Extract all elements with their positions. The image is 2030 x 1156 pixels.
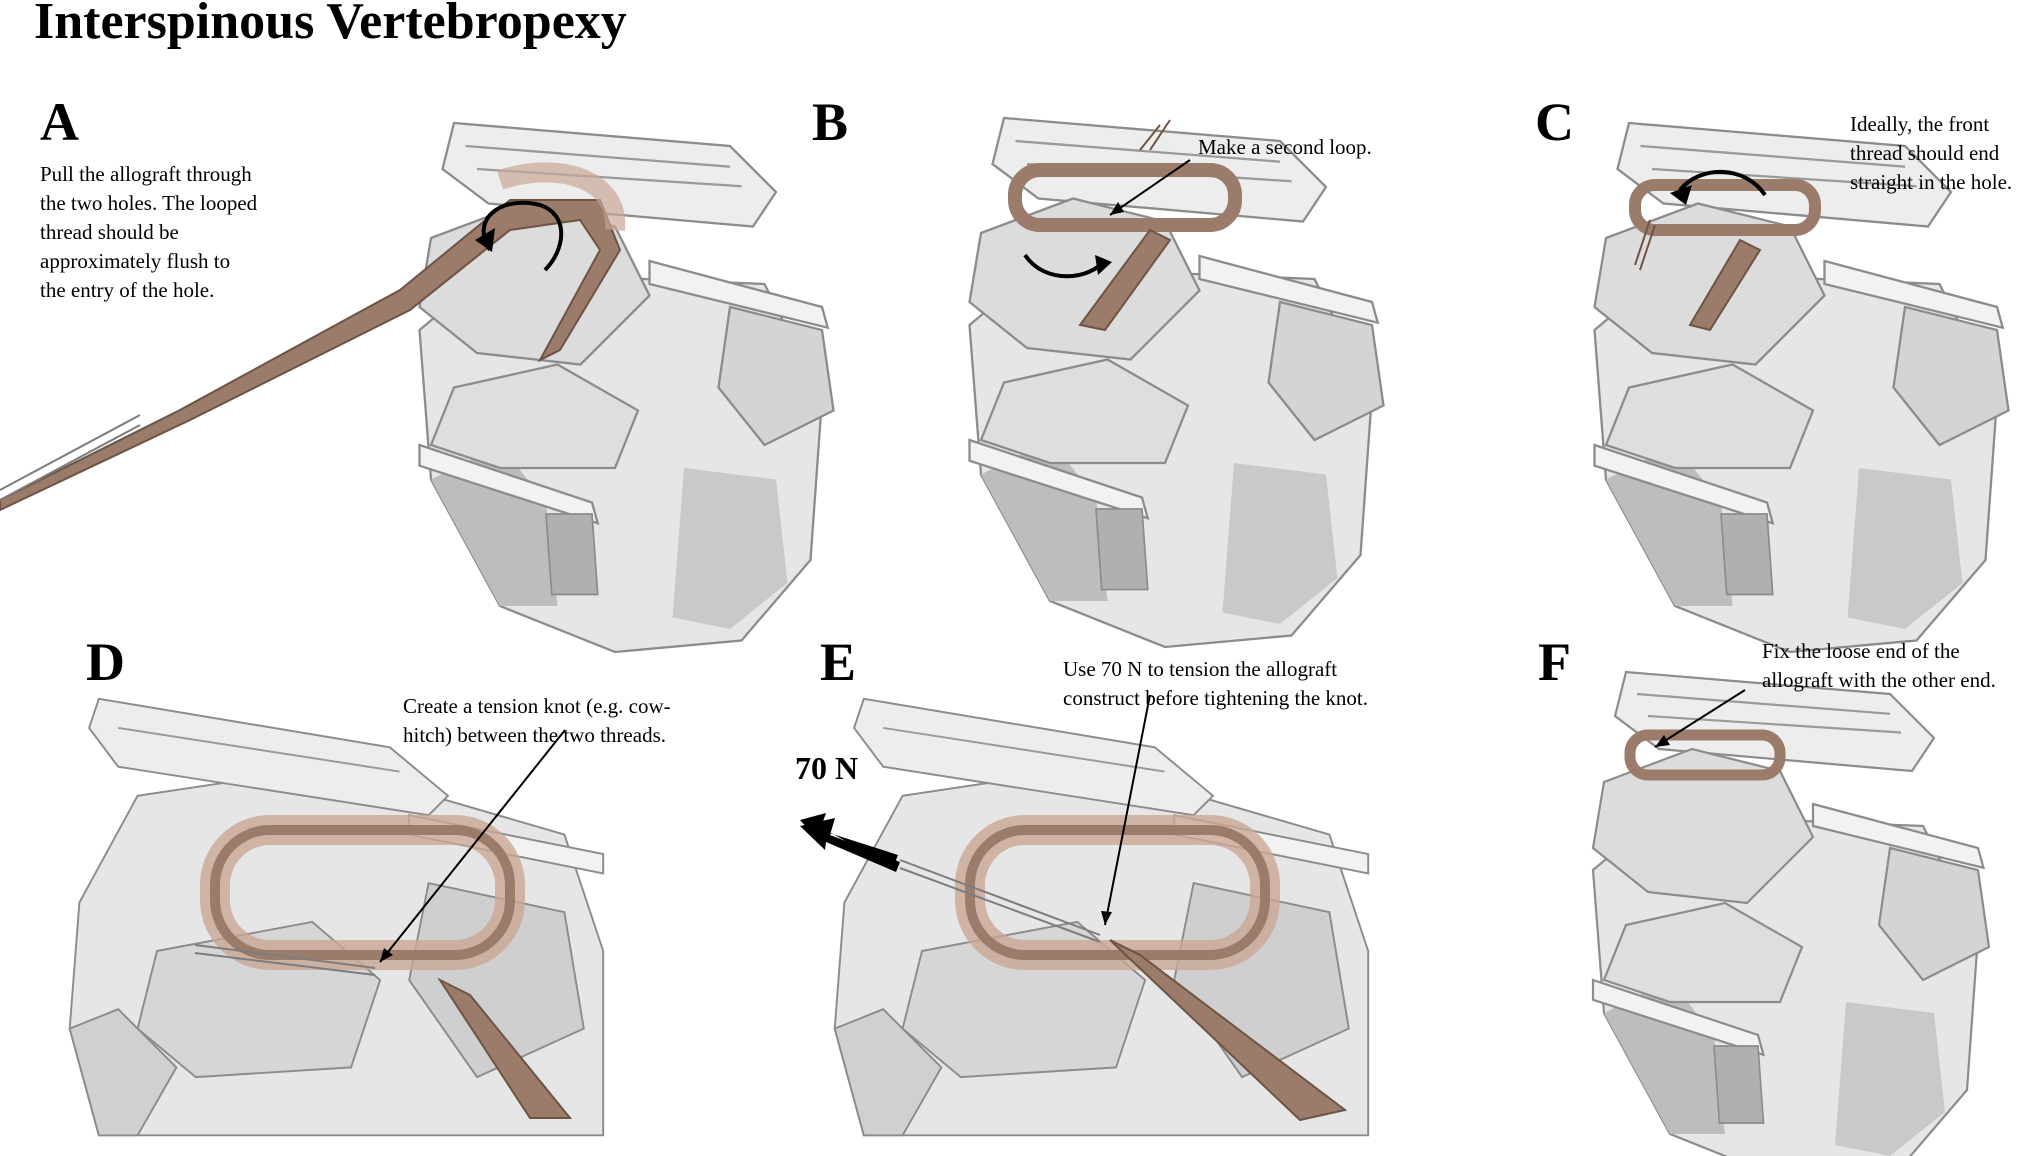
panel-f-caption: Fix the loose end of the allograft with … [1762,639,1996,692]
panel-d-illustration [68,697,605,1137]
rotation-arrow [481,200,564,272]
allograft-loop [1008,163,1242,232]
panel-c-illustration [1593,121,2010,654]
pointer-line [1109,159,1191,216]
pointer-line [1654,689,1746,748]
pointer-line [379,729,566,963]
thread [0,414,141,501]
panel-b-label: B [812,92,849,152]
panel-f-label: F [1538,632,1571,692]
panel-a-caption: Pull the allograft through the two holes… [40,162,258,302]
panel-b-illustration [968,116,1385,649]
panel-e-label: E [820,632,857,692]
panel-d-caption: Create a tension knot (e.g. cow- hitch) … [403,694,671,747]
pointer-line [1104,694,1151,926]
panel-e-caption: Use 70 N to tension the allograft constr… [1063,657,1369,710]
allograft-loop [1629,179,1821,236]
rotation-arrow [1678,169,1767,197]
panel-a-label: A [40,92,79,152]
panel-c-caption: Ideally, the front thread should end str… [1850,112,2013,194]
panel-c-label: C [1535,92,1574,152]
force-label: 70 N [795,750,859,786]
panel-f-illustration [1591,670,1991,1156]
allograft-strand [0,199,622,512]
force-arrow [800,818,900,872]
panel-d-label: D [86,632,125,692]
panel-e-illustration [800,694,1370,1137]
allograft-loop [1624,729,1786,781]
panel-a-illustration [0,121,835,654]
figure-title: Interspinous Vertebropexy [34,0,627,50]
panel-b-caption: Make a second loop. [1198,135,1372,159]
